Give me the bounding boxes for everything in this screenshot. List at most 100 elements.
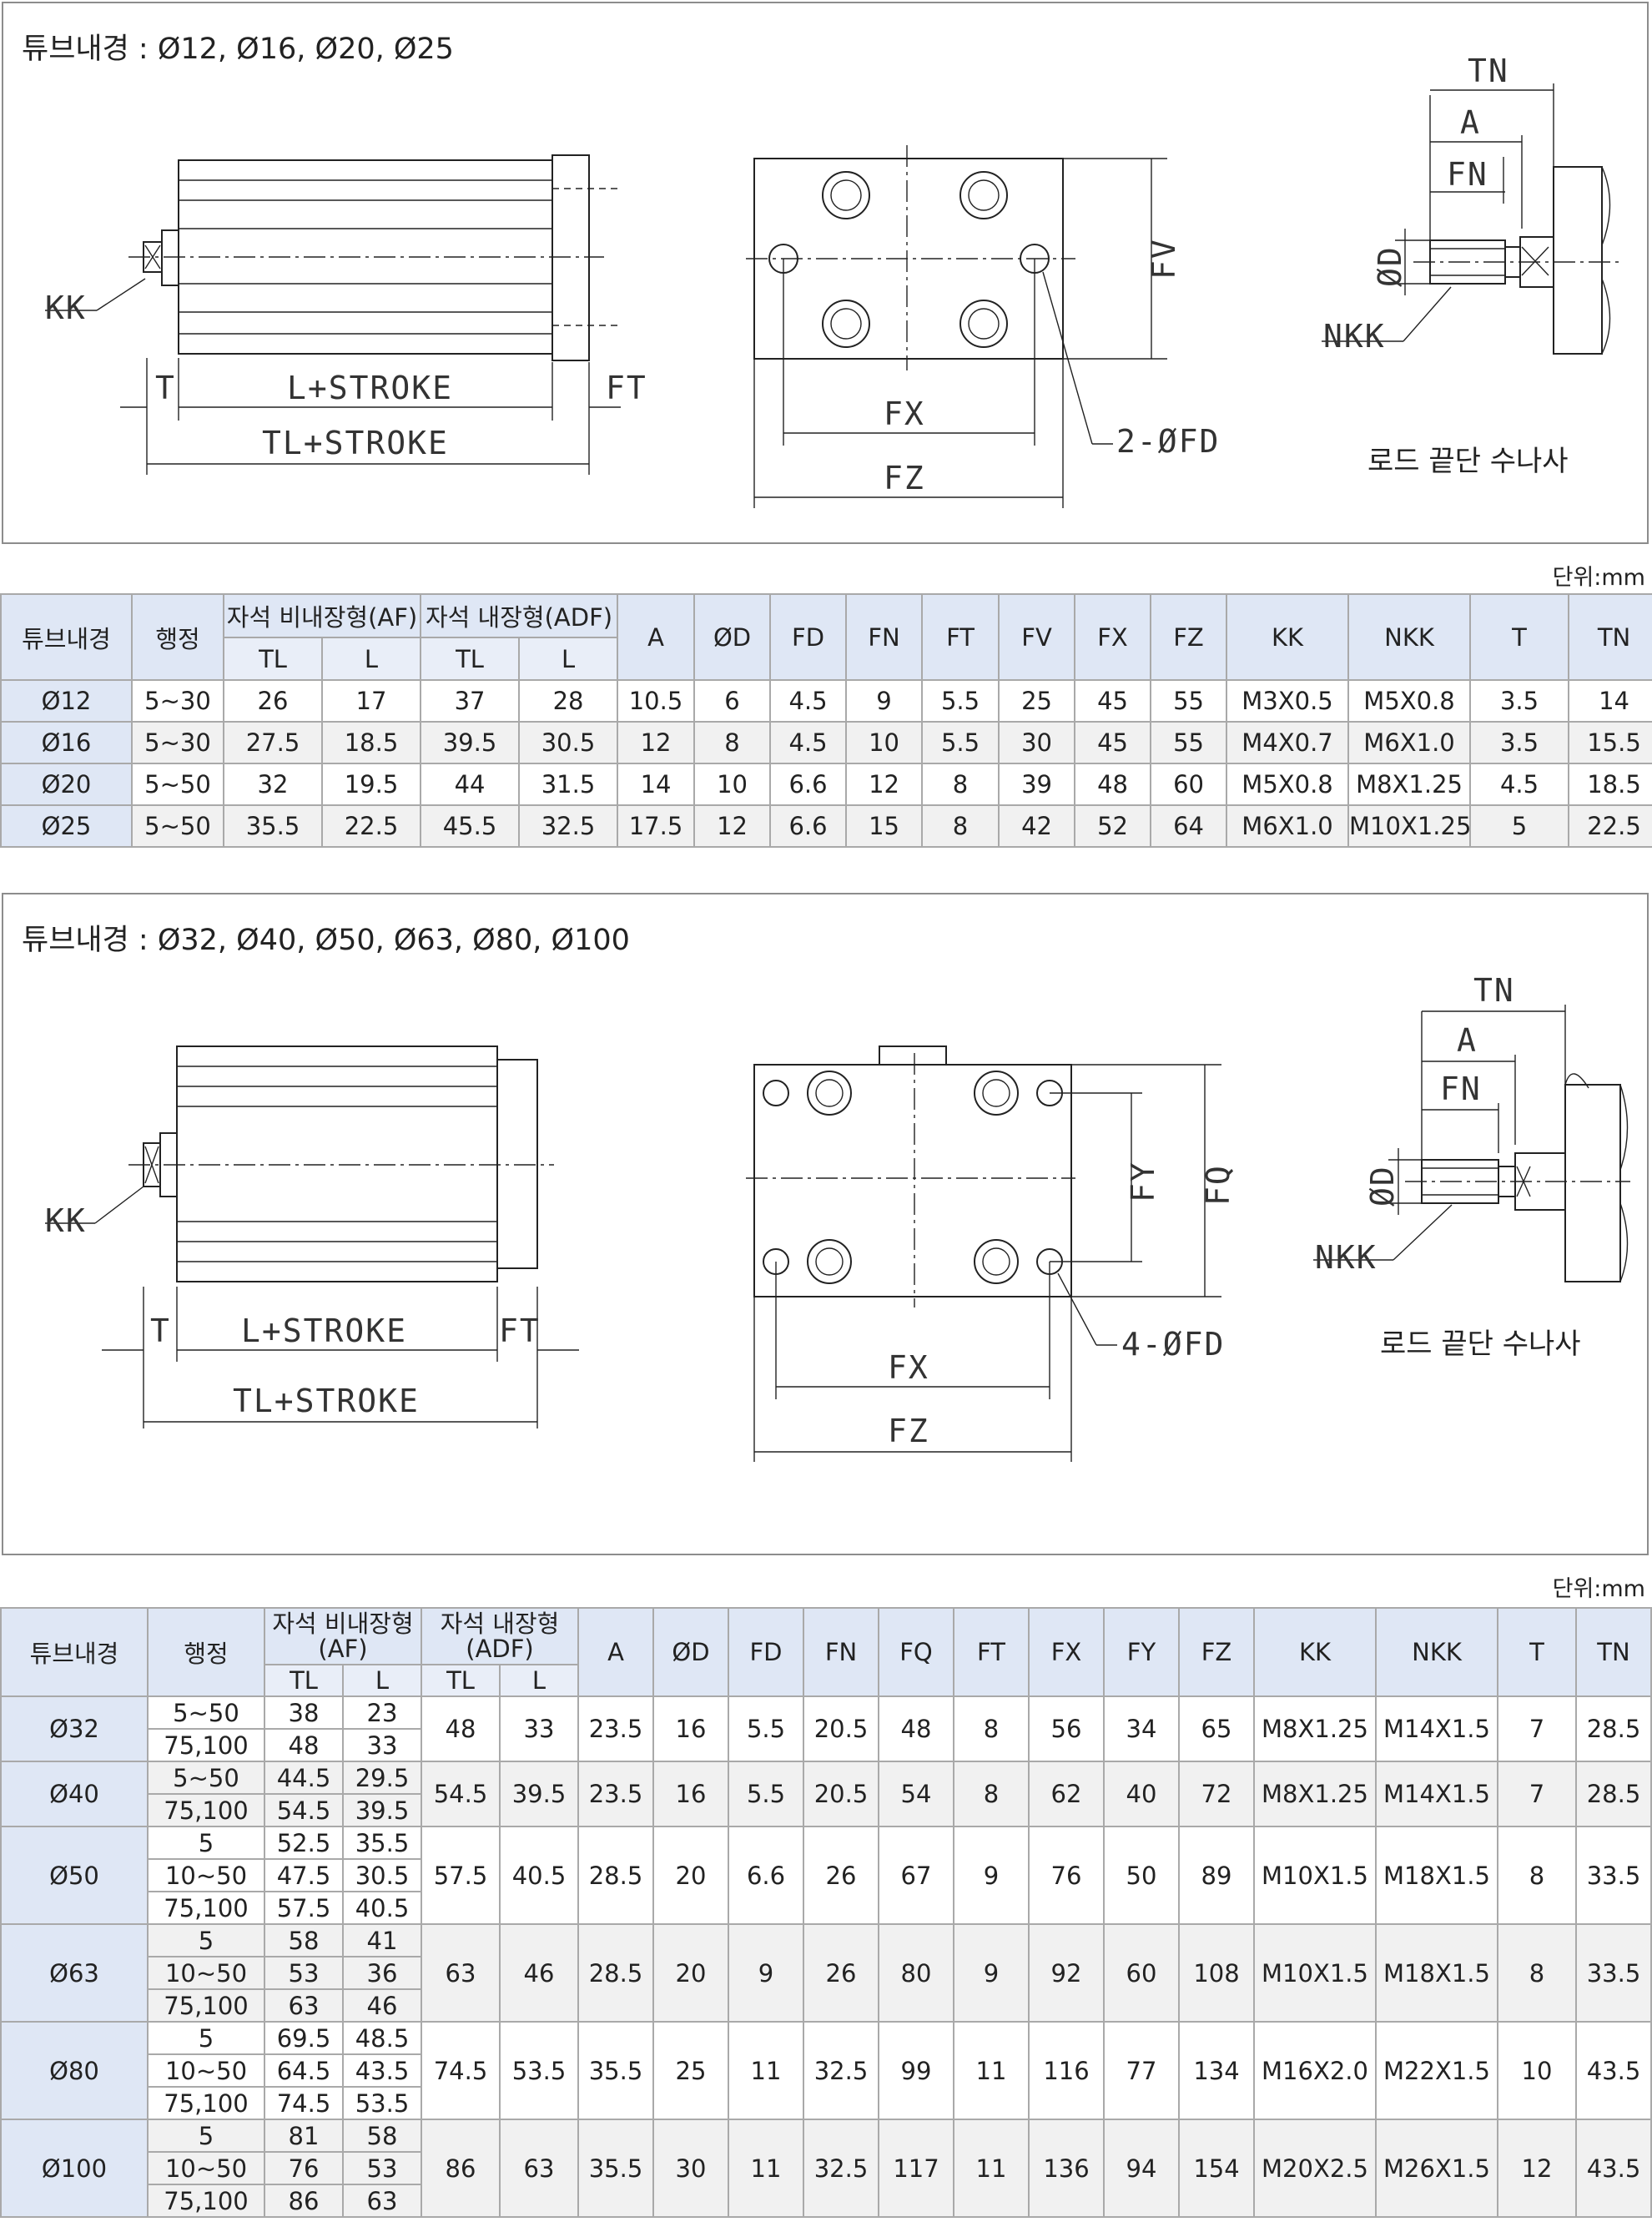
table-cell: 5.5 [921,721,1000,764]
table-cell: 55 [1150,721,1228,764]
table-cell: 4.5 [769,679,848,723]
table-cell: 6.6 [769,804,848,848]
table-cell: M14X1.5 [1375,1761,1498,1827]
label-4-fd: 4-ØFD [1121,1326,1225,1363]
table-cell: 45 [1074,721,1152,764]
table-cell: 31.5 [518,763,619,806]
label-fz: FZ [888,1413,929,1449]
table-cell: 27.5 [223,721,323,764]
table-cell: 35.5 [577,2119,654,2218]
table-cell: 12 [617,721,696,764]
table-cell: 50 [1103,1826,1180,1925]
table-cell: 42 [998,804,1076,848]
table-cell: 46 [342,1988,422,2023]
table-cell: 33.5 [1575,1826,1652,1925]
table-cell: 75,100 [147,1793,265,1827]
table-cell: 11 [953,2119,1030,2218]
table-cell: 75,100 [147,2086,265,2120]
label-l-stroke: L+STROKE [287,370,453,406]
label-fx: FX [888,1349,929,1386]
label-a: A [1460,104,1481,141]
table-cell: 26 [803,1923,879,2023]
table-cell: 8 [693,721,772,764]
table-cell: 10~50 [147,2151,265,2185]
bore-cell: Ø80 [0,2021,149,2120]
table-cell: 5 [147,2119,265,2153]
header-col: TN [1568,593,1652,681]
header-tl: TL [421,1664,501,1697]
table-cell: M8X1.25 [1253,1695,1377,1762]
table-cell: 5.5 [728,1761,804,1827]
table-cell: 40.5 [342,1891,422,1925]
table-cell: 134 [1178,2021,1255,2120]
table-cell: 39.5 [420,721,521,764]
label-tn: TN [1468,53,1509,89]
label-a: A [1457,1022,1478,1059]
table-cell: 47.5 [264,1858,344,1892]
header-col: NKK [1347,593,1472,681]
table-cell: 57.5 [421,1826,501,1925]
table-cell: 23 [342,1695,422,1730]
table-cell: 30.5 [342,1858,422,1892]
table-cell: 54 [878,1761,954,1827]
table-cell: 8 [1497,1826,1577,1925]
table-cell: 37 [420,679,521,723]
table-cell: 45.5 [420,804,521,848]
header-col: FN [803,1607,879,1697]
header-col: KK [1226,593,1350,681]
table-cell: 53 [342,2151,422,2185]
bore-cell: Ø63 [0,1923,149,2023]
caption-rod-end-thread: 로드 끝단 수나사 [1367,445,1569,478]
table-cell: 10.5 [617,679,696,723]
table-cell: 28.5 [577,1923,654,2023]
table-cell: 154 [1178,2119,1255,2218]
table-cell: 19.5 [320,763,422,806]
header-col: A [577,1607,654,1697]
label-fv: FV [1146,238,1182,280]
bore-cell: Ø50 [0,1826,149,1925]
table-cell: 23.5 [577,1761,654,1827]
label-ft: FT [606,370,647,406]
table-cell: 30 [998,721,1076,764]
table-cell: 11 [728,2021,804,2120]
table-cell: 5~30 [131,721,224,764]
table-cell: 65 [1178,1695,1255,1762]
table-cell: 48 [1074,763,1152,806]
table-cell: M10X1.5 [1253,1826,1377,1925]
table-cell: 3.5 [1469,721,1570,764]
drawing-panel-small-bore: 튜브내경 : Ø12, Ø16, Ø20, Ø25 KK [2,2,1649,544]
table-cell: 8 [953,1695,1030,1762]
header-af: 자석 비내장형(AF) [222,593,422,638]
header-col: FY [1103,1607,1180,1697]
table-cell: 54.5 [421,1761,501,1827]
table-cell: 7 [1497,1761,1577,1827]
table-cell: 7 [1497,1695,1577,1762]
table-cell: 57.5 [264,1891,344,1925]
header-col: KK [1253,1607,1377,1697]
table-cell: 35.5 [223,804,323,848]
table-cell: 75,100 [147,1988,265,2023]
header-col: FD [728,1607,804,1697]
table-cell: M5X0.8 [1347,679,1472,723]
header-l: L [320,637,422,681]
label-tn: TN [1473,972,1515,1009]
table-cell: 16 [652,1695,729,1762]
table-cell: 12 [693,804,772,848]
table-cell: 63 [342,2184,422,2218]
table-cell: 8 [953,1761,1030,1827]
table-cell: 10 [693,763,772,806]
label-fq: FQ [1200,1164,1236,1206]
caption-rod-end-thread: 로드 끝단 수나사 [1380,1328,1581,1361]
table-cell: 9 [845,679,924,723]
table-cell: M3X0.5 [1226,679,1350,723]
table-cell: 5 [147,2021,265,2055]
table-cell: M5X0.8 [1226,763,1350,806]
table-cell: 43.5 [1575,2119,1652,2218]
